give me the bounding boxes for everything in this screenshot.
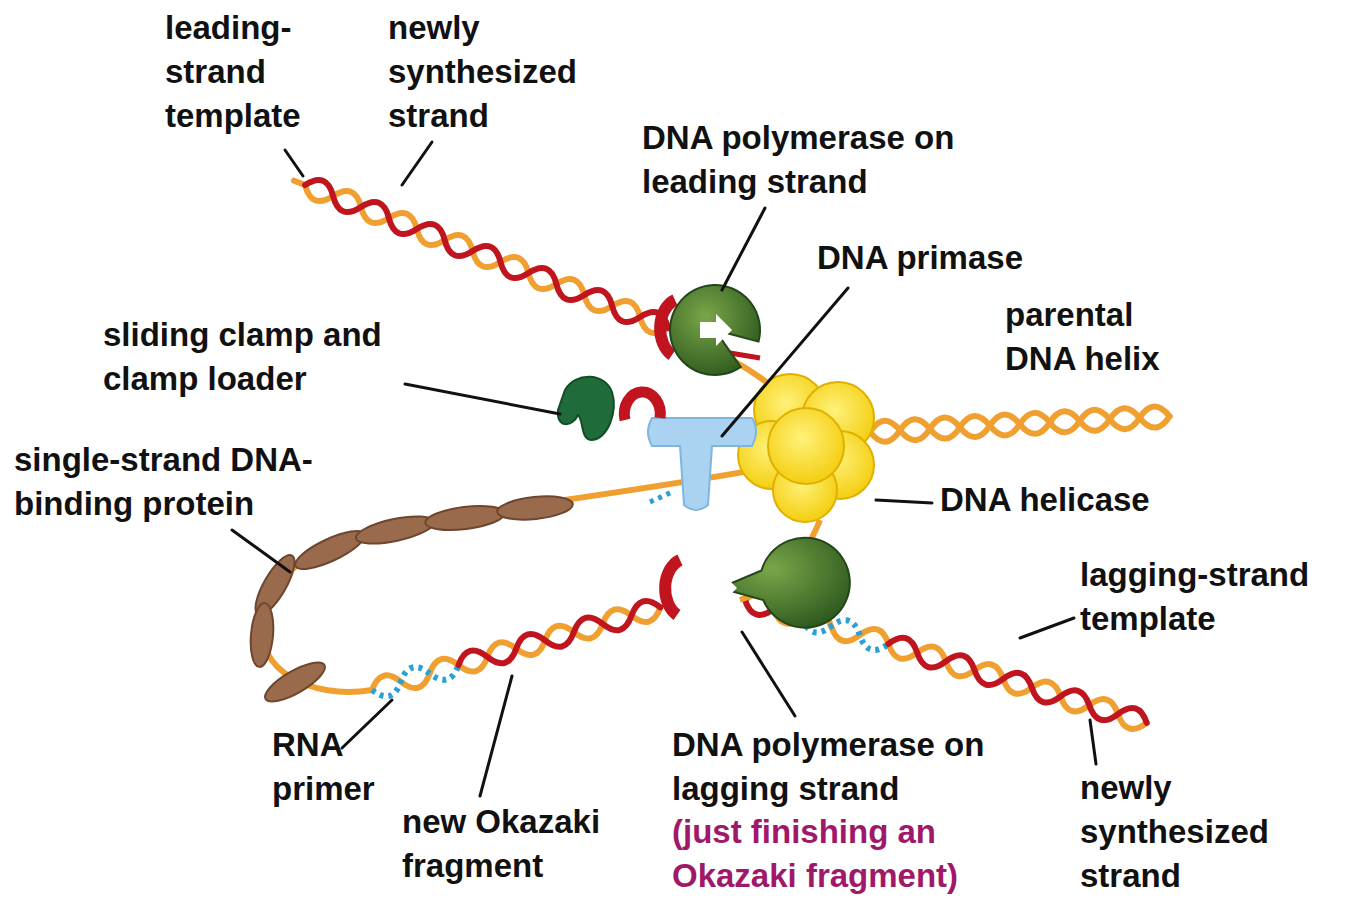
dna-helicase	[738, 374, 874, 522]
part-label: new Okazaki fragment	[402, 800, 642, 888]
leading-helix	[290, 171, 672, 338]
dna-primase	[648, 418, 756, 510]
sliding-clamp	[624, 392, 660, 420]
leader-lines	[232, 142, 1096, 796]
parental-helix	[869, 406, 1170, 443]
primer-stub	[650, 492, 672, 502]
okazaki-helix	[369, 597, 663, 700]
part-label: single-strand DNA-binding protein	[14, 438, 374, 526]
dna-polymerase	[720, 538, 850, 628]
sliding-clamp	[665, 560, 680, 615]
part-label: DNA polymerase on lagging strand	[672, 723, 1002, 811]
note-label: (just finishing an Okazaki fragment)	[672, 810, 1002, 898]
clamp-loader	[558, 377, 614, 440]
part-label: DNA helicase	[940, 478, 1200, 522]
part-label: newly synthesized strand	[1080, 766, 1295, 898]
part-label: RNA primer	[272, 723, 402, 811]
ssb-proteins	[248, 493, 574, 708]
dna-polymerase	[670, 285, 760, 375]
direction-arrow	[700, 314, 732, 346]
part-label: DNA polymerase on leading strand	[642, 116, 1002, 204]
part-label: newly synthesized strand	[388, 6, 603, 138]
part-label: lagging-strand template	[1080, 553, 1342, 641]
part-label: sliding clamp and clamp loader	[103, 313, 393, 401]
part-label: parental DNA helix	[1005, 293, 1185, 381]
direction-arrow	[705, 572, 737, 604]
part-label: leading-strand template	[165, 6, 345, 138]
part-label: DNA primase	[817, 236, 1077, 280]
